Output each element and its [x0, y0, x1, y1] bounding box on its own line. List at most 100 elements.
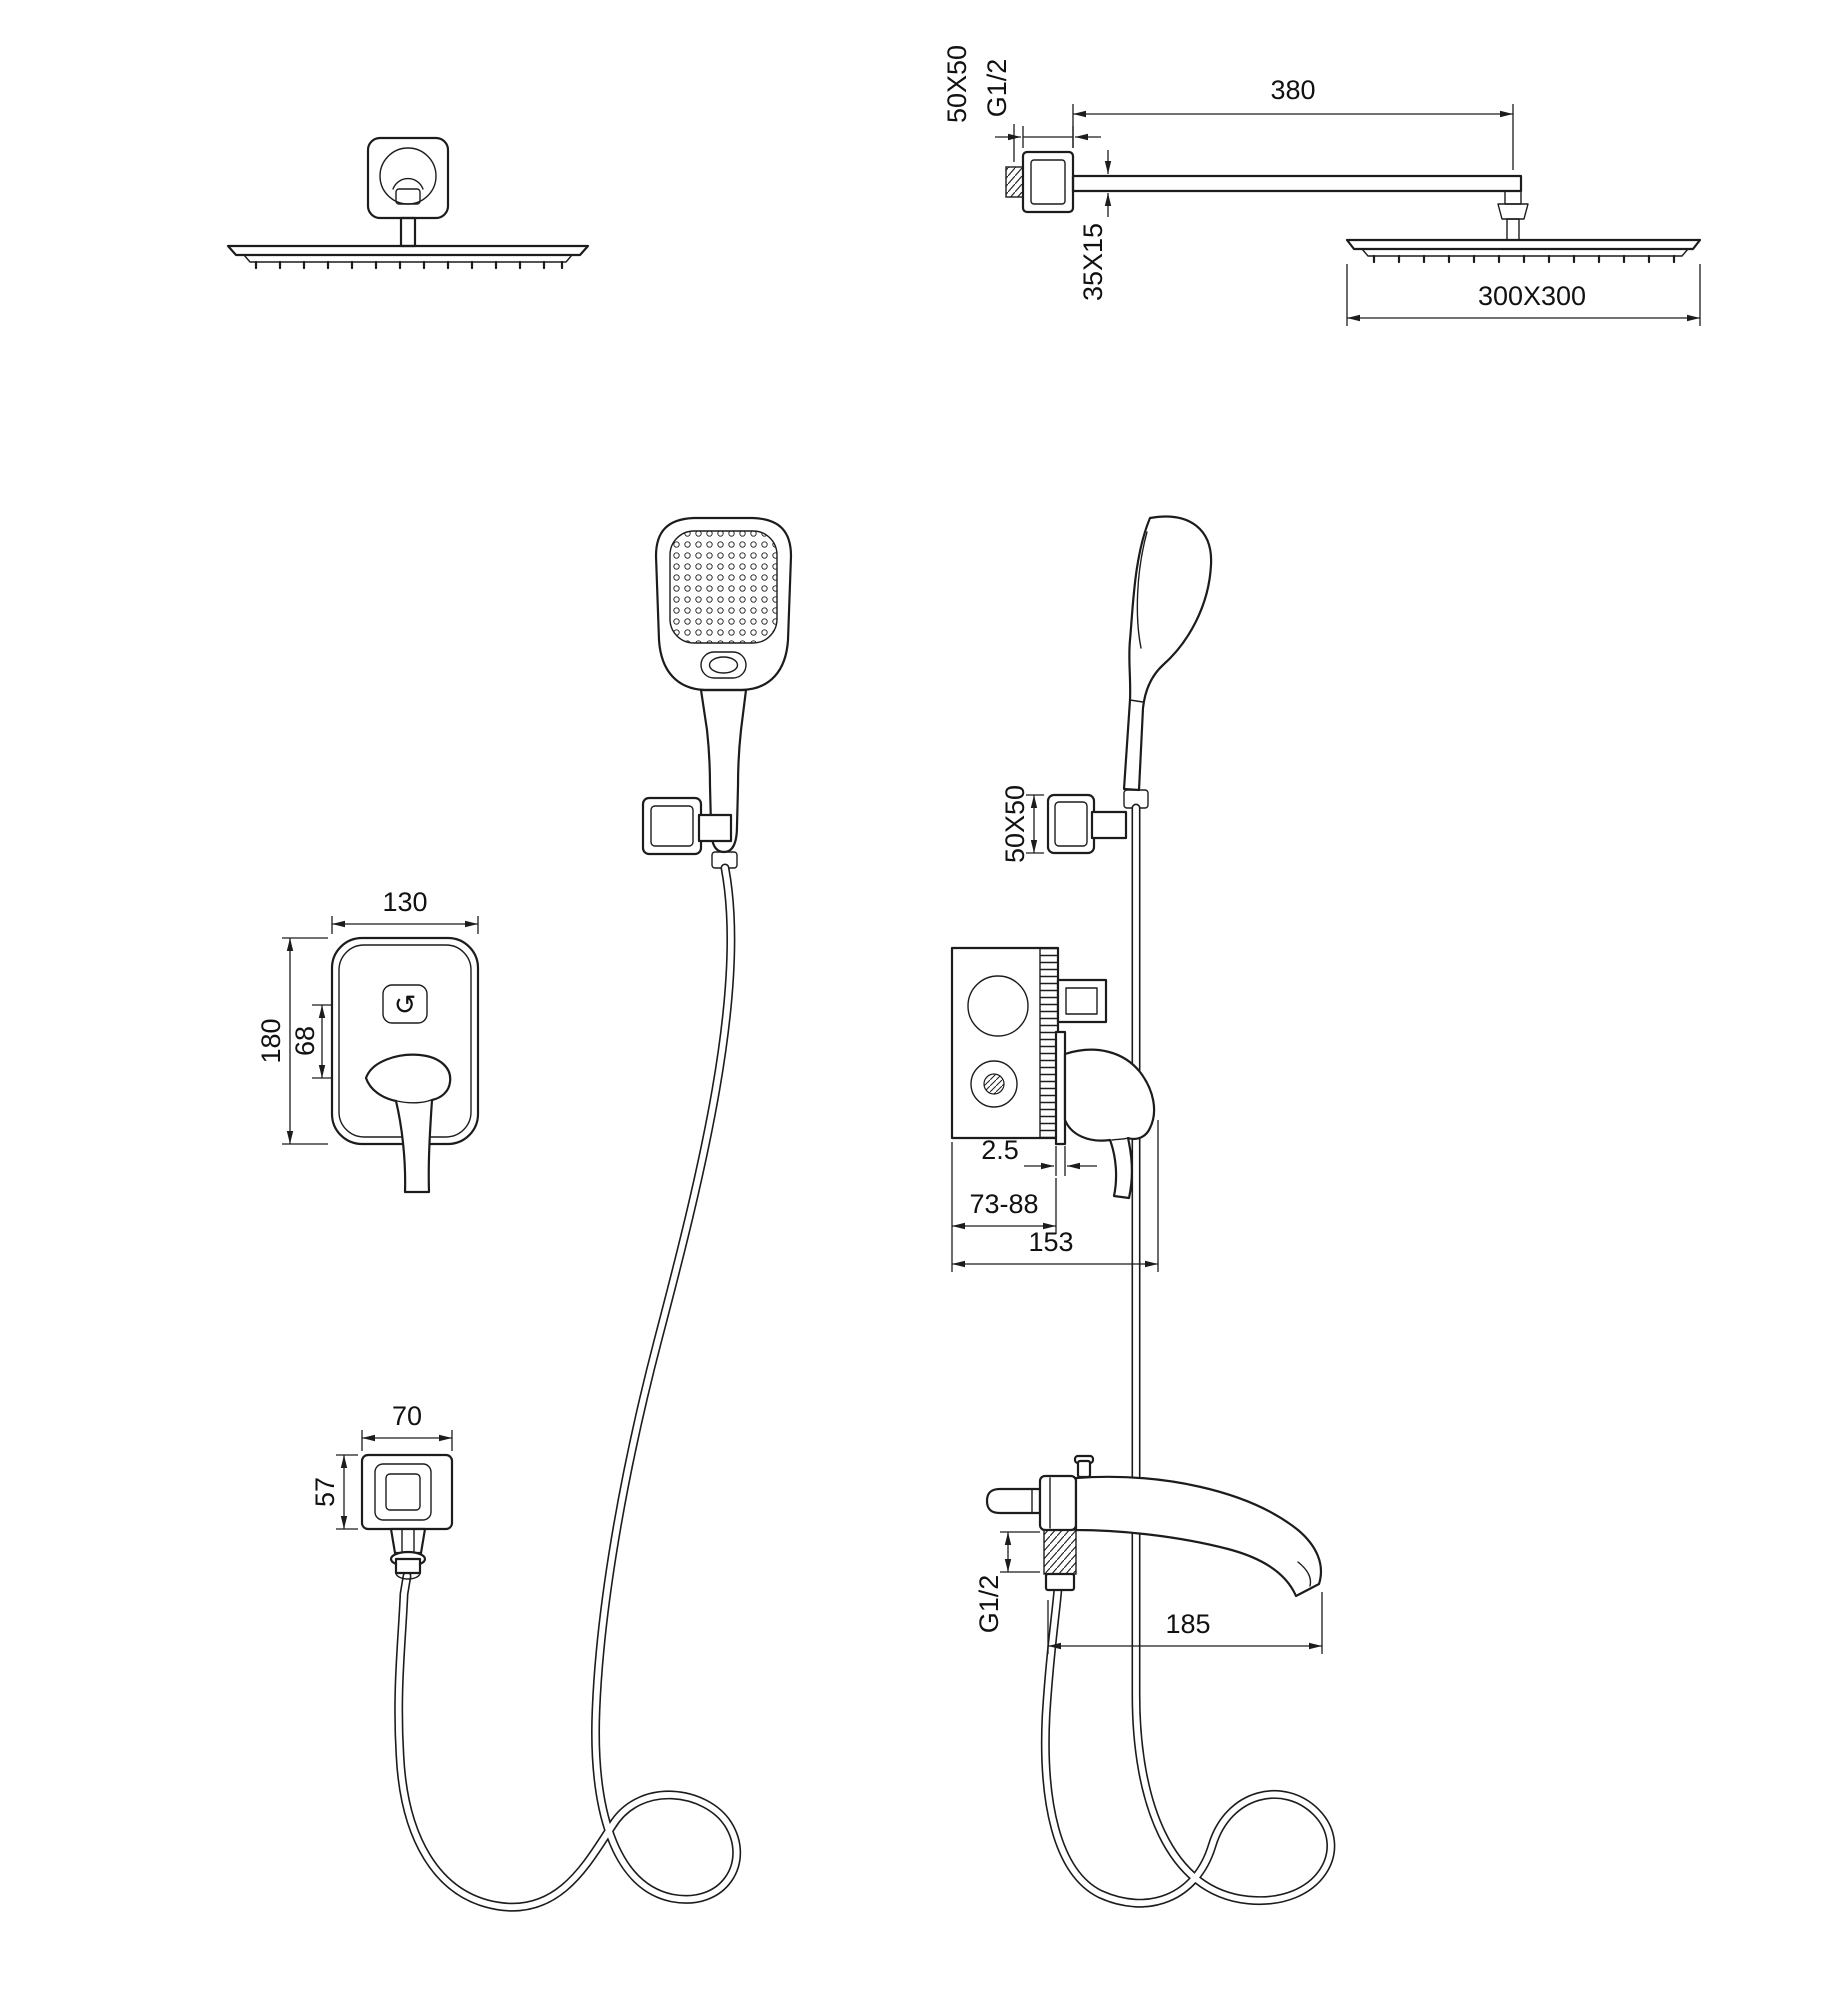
dim-head-size-text: 300X300	[1478, 281, 1586, 311]
valve-outlet-block	[1056, 978, 1108, 1024]
outlet-hex-nut	[389, 1527, 427, 1555]
holder-clamp	[697, 813, 733, 843]
dim-outlet-height: 57	[310, 1454, 358, 1530]
outlet-opening	[385, 1473, 421, 1511]
wall-thread-stub	[1005, 166, 1024, 198]
shower-head-rim	[243, 254, 573, 263]
valve-lever-side	[1063, 1048, 1156, 1200]
dim-total-depth: 153	[952, 1120, 1159, 1272]
diverter-button	[382, 984, 428, 1024]
tub-spout-side-view	[985, 1454, 1323, 1598]
dim-spout-reach-text: 185	[1165, 1609, 1210, 1639]
hose-core	[395, 865, 740, 1911]
valve-inlet-circle	[970, 1060, 1018, 1108]
diverter-icon: ↺	[394, 990, 417, 1020]
dim-spout-thread-text: G1/2	[974, 1575, 1004, 1634]
shower-head-edge-side	[1345, 238, 1702, 251]
bracket-wall-plate-inner	[1054, 801, 1088, 847]
dim-trim-thickness-text: 2.5	[981, 1135, 1019, 1165]
dim-outlet-width-text: 70	[392, 1401, 422, 1431]
spray-face	[669, 530, 778, 644]
shower-arm-side-view	[1005, 150, 1702, 264]
holder-wall-plate-inner	[650, 805, 694, 847]
mode-button	[700, 651, 747, 679]
outlet-plate-inner	[374, 1463, 432, 1521]
mixer-lever-line	[396, 1099, 432, 1104]
outlet-collar	[394, 1557, 422, 1575]
valve-outlet-block-inner	[1065, 987, 1098, 1015]
hand-shower-hose-right	[1040, 803, 1336, 1908]
dim-trim-height: 180	[256, 937, 328, 1145]
flange-swivel-ring	[379, 147, 437, 205]
dim-trim-width-text: 130	[382, 887, 427, 917]
spout-flange	[1038, 1474, 1078, 1532]
dim-trim-offset: 68	[290, 1004, 332, 1079]
head-stem	[399, 216, 417, 248]
hose-outline	[394, 863, 742, 1912]
dim-arm-length: 380	[1072, 75, 1514, 170]
dim-rough-in-range: 73-88	[951, 1142, 1057, 1272]
spout-hose-thread	[1043, 1529, 1077, 1575]
dim-arm-flange-text: 50X50	[942, 45, 972, 123]
dim-arm-flange: 50X50	[942, 45, 1101, 148]
dim-arm-thread: G1/2	[982, 59, 1015, 162]
hose-core-side	[1042, 805, 1334, 1907]
outlet-nut-facets	[401, 1528, 415, 1552]
dim-total-depth-text: 153	[1028, 1227, 1073, 1257]
valve-trim-plate-edge	[1054, 1030, 1067, 1146]
arm-wall-flange-inner	[1030, 159, 1066, 205]
spout-body	[1074, 1475, 1323, 1598]
nozzle-ticks-side	[1372, 254, 1676, 264]
spout-wall-stub	[985, 1487, 1042, 1515]
valve-cartridge-circle	[967, 975, 1029, 1037]
mixer-trim-front-view: ↺	[330, 936, 480, 1194]
dim-trim-offset-text: 68	[290, 1026, 320, 1056]
dim-rough-in-range-text: 73-88	[969, 1189, 1038, 1219]
hand-shower-hose-left	[394, 863, 742, 1912]
shower-head-edge	[226, 244, 590, 257]
dim-outlet-width: 70	[361, 1401, 453, 1451]
mode-button-inner	[708, 656, 739, 674]
dim-arm-profile: 35X15	[1078, 150, 1112, 301]
bracket-arm	[1090, 810, 1128, 840]
spout-hose-nut	[1044, 1572, 1076, 1592]
dim-arm-length-text: 380	[1270, 75, 1315, 105]
connector-nut	[1497, 203, 1529, 220]
dim-trim-thickness: 2.5	[981, 1135, 1097, 1176]
dim-arm-profile-text: 35X15	[1078, 223, 1108, 301]
hand-shower-side-view	[1046, 515, 1213, 855]
dim-spout-reach: 185	[1047, 1592, 1323, 1654]
connector-stem	[1506, 218, 1520, 241]
wall-outlet-front-view	[360, 1453, 454, 1580]
shower-head-rim-side	[1361, 248, 1689, 257]
dimension-annotations: 380 50X50 G1/2 35X15 300X300 130	[256, 45, 1701, 1654]
dim-bracket-size-text: 50X50	[1000, 785, 1030, 863]
hand-shower-body-side	[1122, 515, 1213, 792]
dim-trim-height-text: 180	[256, 1018, 286, 1063]
mixer-lever	[364, 1053, 452, 1194]
dim-head-size: 300X300	[1346, 264, 1701, 326]
ball-joint-dome	[392, 177, 424, 190]
hand-shower-front-view	[641, 516, 793, 869]
dim-bracket-size: 50X50	[1000, 785, 1044, 863]
dim-arm-thread-text: G1/2	[982, 59, 1012, 118]
ball-joint-nut	[395, 188, 421, 205]
hose-outline-side	[1040, 803, 1336, 1908]
diverter-pull-rod	[1076, 1459, 1092, 1479]
arm-end-connector	[1504, 190, 1522, 205]
dim-spout-thread: G1/2	[974, 1531, 1040, 1634]
dim-outlet-height-text: 57	[310, 1477, 340, 1507]
nozzle-ticks	[254, 260, 564, 270]
hand-shower-neck-line	[1129, 699, 1144, 703]
hand-shower-head	[654, 516, 793, 692]
hand-shower-face-line	[1136, 531, 1148, 649]
shower-arm	[1071, 174, 1523, 193]
spout-tip-line	[1297, 1561, 1312, 1587]
rain-shower-front-view	[226, 136, 590, 270]
valve-lever-line	[1111, 1137, 1129, 1141]
valve-inlet-pipe-section	[983, 1073, 1005, 1095]
concealed-valve-side-view	[950, 946, 1156, 1200]
dim-trim-width: 130	[331, 887, 479, 934]
